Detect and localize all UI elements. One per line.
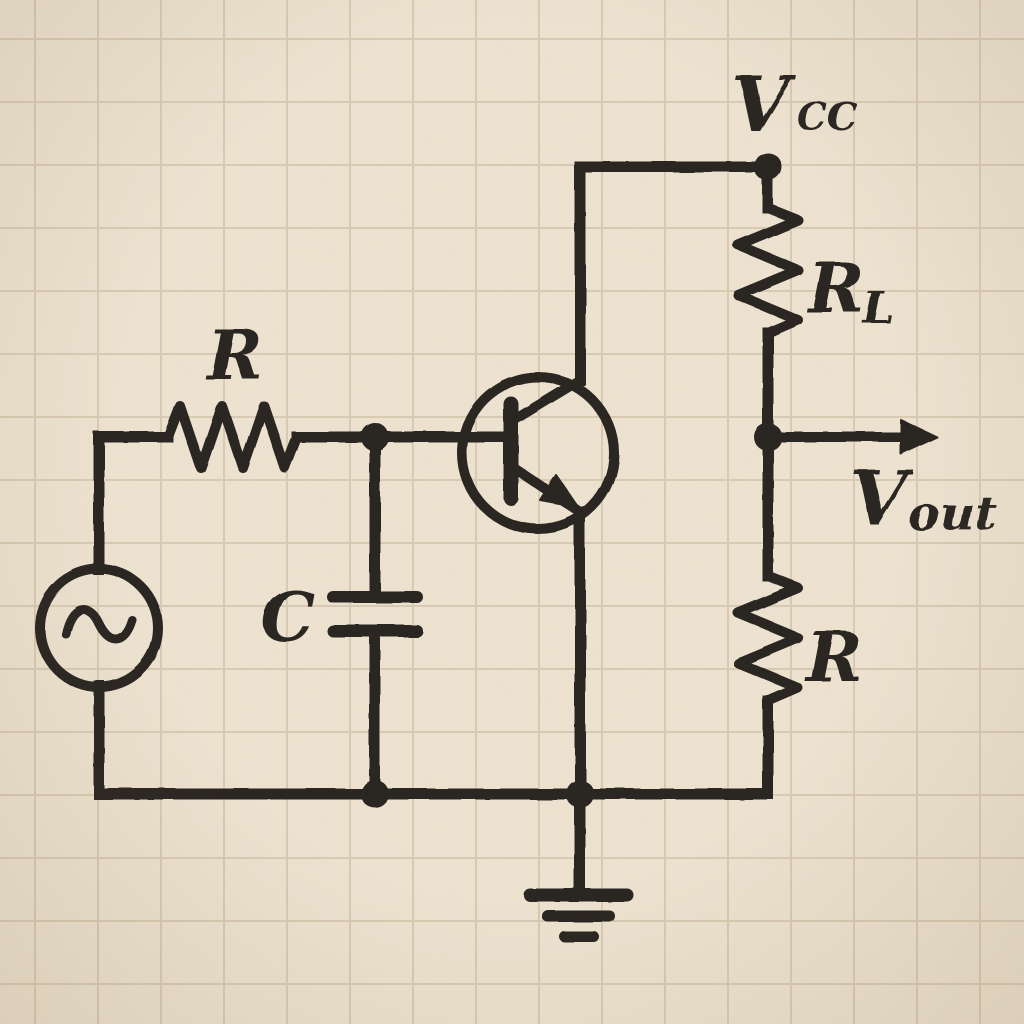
vcc-label-subscript: CC — [797, 94, 858, 139]
junction-dot — [361, 780, 389, 808]
vcc-label: V — [731, 60, 797, 149]
transistor-body — [457, 372, 619, 534]
emitter-resistor-label: R — [804, 618, 863, 698]
ground-symbol — [523, 788, 634, 943]
input-resistor-label: R — [205, 316, 264, 396]
load-resistor-subscript: L — [861, 283, 894, 334]
output-arrow — [770, 419, 938, 455]
vout-label: V — [850, 456, 914, 542]
emitter-arrow-icon — [539, 474, 579, 508]
npn-transistor — [457, 372, 619, 534]
input-resistor — [163, 401, 302, 473]
sine-wave-icon — [61, 605, 137, 644]
emitter-resistor — [733, 571, 803, 706]
vout-label-subscript: out — [908, 486, 997, 542]
wire — [93, 680, 774, 800]
wire — [574, 161, 774, 386]
junction-dot — [566, 780, 594, 808]
capacitor-label: C — [261, 578, 315, 658]
junction-dot — [754, 423, 782, 451]
ac-voltage-source — [35, 564, 163, 692]
capacitor — [327, 591, 423, 637]
junction-dot — [361, 423, 389, 451]
load-resistor — [733, 203, 803, 338]
junction-dot — [754, 153, 782, 181]
output-arrowhead-icon — [900, 419, 938, 455]
load-resistor-label: R — [806, 249, 865, 329]
ac-source-body — [35, 564, 163, 692]
transistor-collector-lead — [509, 375, 585, 425]
